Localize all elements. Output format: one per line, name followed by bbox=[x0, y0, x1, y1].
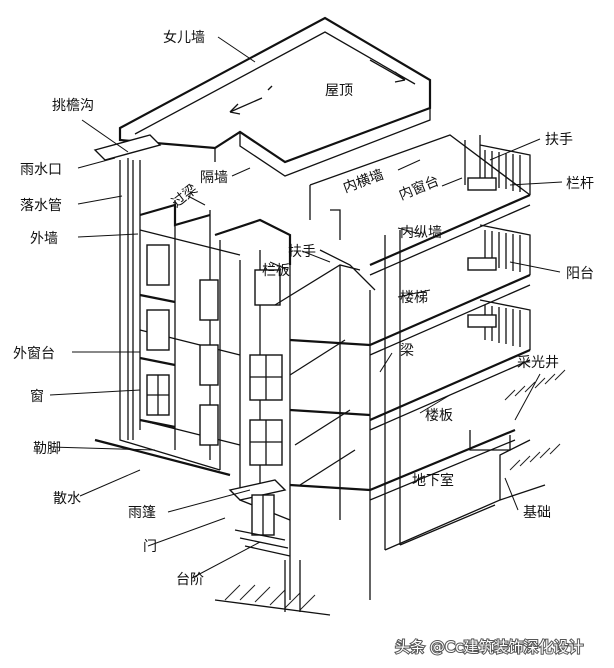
label-eave-gutter: 挑檐沟 bbox=[52, 98, 94, 114]
label-basement: 地下室 bbox=[412, 472, 454, 489]
balconies bbox=[467, 144, 531, 350]
label-steps: 台阶 bbox=[176, 572, 204, 588]
label-canopy: 雨篷 bbox=[128, 505, 156, 521]
leader-lines bbox=[49, 36, 563, 579]
label-parapet: 女儿墙 bbox=[163, 29, 205, 46]
label-apron: 散水 bbox=[53, 491, 81, 507]
label-handrail-top: 扶手 bbox=[545, 132, 573, 148]
label-handrail-mid: 扶手 bbox=[288, 244, 316, 260]
label-partition: 隔墙 bbox=[200, 170, 228, 186]
stair-section bbox=[274, 249, 376, 600]
label-railing: 栏杆 bbox=[566, 176, 594, 192]
label-plinth: 勒脚 bbox=[33, 441, 61, 457]
label-floor-slab: 楼板 bbox=[425, 408, 453, 424]
front-windows bbox=[139, 244, 219, 446]
building-drawing bbox=[93, 16, 566, 616]
label-foundation: 基础 bbox=[523, 504, 551, 521]
label-skylight-well: 采光井 bbox=[517, 355, 559, 371]
floor-slabs bbox=[309, 134, 531, 550]
label-inner-long-wall: 内纵墙 bbox=[400, 225, 442, 241]
label-stairs: 楼梯 bbox=[400, 290, 428, 306]
label-downpipe: 落水管 bbox=[20, 198, 62, 214]
label-rain-outlet: 雨水口 bbox=[20, 162, 62, 178]
label-balcony: 阳台 bbox=[566, 266, 594, 282]
label-beam: 梁 bbox=[400, 343, 414, 359]
labels: 女儿墙 屋顶 挑檐沟 雨水口 落水管 过梁 隔墙 内横墙 内窗台 扶手 栏杆 外… bbox=[13, 29, 594, 588]
label-roof: 屋顶 bbox=[325, 83, 353, 99]
label-lintel: 过梁 bbox=[169, 181, 201, 211]
watermark-text: 头条 @Cc建筑装饰深化设计 bbox=[395, 638, 584, 656]
ground bbox=[94, 369, 566, 616]
label-outer-wall: 外墙 bbox=[30, 231, 58, 247]
label-door: 门 bbox=[143, 539, 157, 555]
label-inner-sill: 内窗台 bbox=[396, 172, 441, 203]
label-window: 窗 bbox=[30, 388, 44, 405]
label-outer-sill: 外窗台 bbox=[13, 345, 55, 362]
label-baluster-panel: 栏板 bbox=[262, 263, 290, 279]
